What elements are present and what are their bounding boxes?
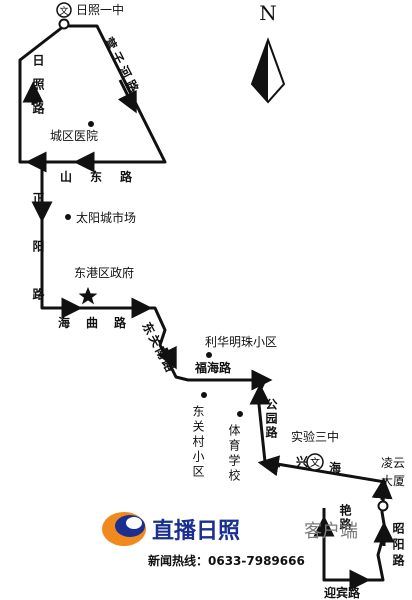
label-tiyu-school: 体育学校 [227,424,241,484]
road-label-zhengyang: 正阳路 [31,192,45,336]
road-label-dongguannan: 东关南路 [139,319,179,376]
road-label-zhaoyang: 昭阳路 [391,522,405,570]
school-symbol-north: 文 [56,2,72,18]
road-label-yingzihe: 营子河路 [101,35,143,99]
road-label-xing: 兴 [296,454,308,469]
road-label-yingbin: 迎宾路 [324,585,361,600]
road-label-shandong: 山东路 [60,169,150,184]
poi-dot-hospital [88,121,94,127]
road-label-yan: 艳路 [338,503,352,532]
terminal-circle-south [377,500,389,512]
poi-dot-dongguancun [201,392,207,398]
news-hotline: 新闻热线：0633-7989666 [148,553,305,568]
poi-dot-lihua [206,352,212,358]
road-label-gongyuan: 公园路 [264,398,278,440]
brand-logo [102,512,146,546]
terminal-circle-north [58,18,70,30]
label-lingyun-tower-2: 大厦 [381,474,405,488]
poi-dot-market [65,214,71,220]
label-dongguancun: 东关村小区 [191,405,205,480]
label-rizhao-no1-middle: 日照一中 [76,2,124,17]
label-shiyan-no3-middle: 实验三中 [291,429,339,444]
road-label-haiqu: 海曲路 [58,315,142,330]
label-lihua-mingzhu: 利华明珠小区 [205,335,277,349]
star-icon [78,287,98,305]
brand-subtitle: 客户端 [304,521,358,542]
compass-rose: N [250,1,286,104]
route-line [18,24,387,582]
label-lingyun-tower-1: 凌云 [381,456,405,470]
label-taiyangcheng-market: 太阳城市场 [76,210,136,225]
school-symbol-text: 文 [59,5,68,17]
label-donggang-gov: 东港区政府 [74,265,134,280]
road-label-hai: 海 [329,460,341,475]
route-arrows [22,79,395,591]
brand-title: 直播日照 [152,518,240,544]
label-chengqu-hospital: 城区医院 [50,129,98,143]
school-symbol-text-east: 文 [310,456,320,469]
road-label-rizhao: 日照路 [31,54,45,126]
road-label-fuhai: 福海路 [194,360,232,375]
poi-dot-tiyu [237,411,243,417]
compass-north-label: N [259,1,277,25]
school-symbol-east: 文 [306,453,324,471]
